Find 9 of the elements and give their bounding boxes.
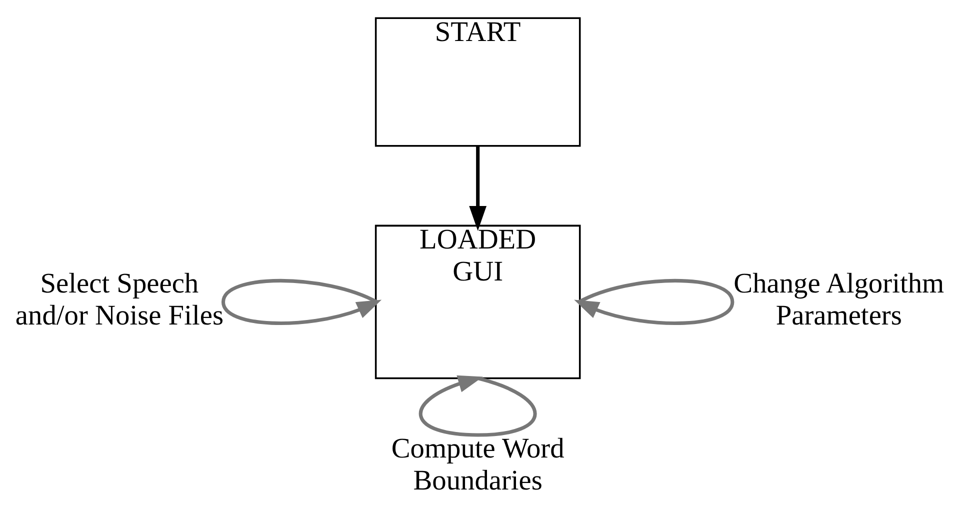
arrow [469, 146, 487, 230]
node-box: LOADED GUI [374, 224, 581, 379]
edge-label: Select Speech and/or Noise Files [15, 268, 224, 332]
arrow [574, 278, 734, 324]
edge-label: Change Algorithm Parameters [734, 268, 944, 332]
arrow [419, 374, 537, 436]
arrow [221, 278, 382, 324]
edge-label: Compute Word Boundaries [391, 433, 564, 496]
node-box: START [374, 16, 581, 146]
